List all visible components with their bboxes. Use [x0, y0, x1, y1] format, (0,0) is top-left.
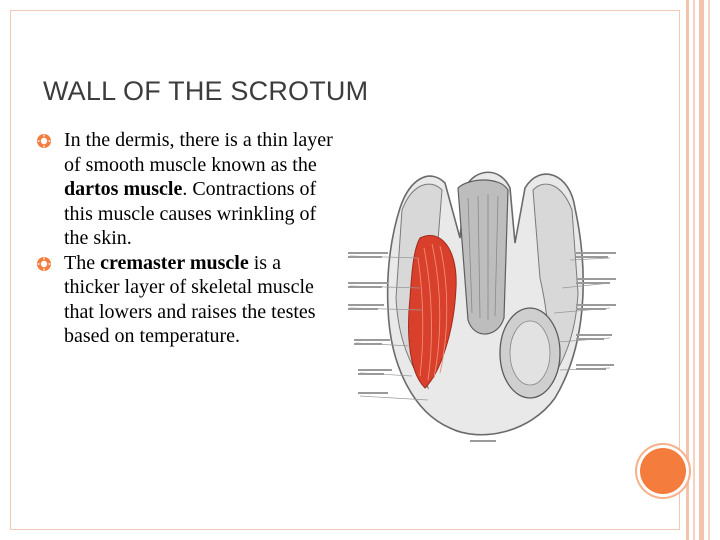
decor-stripe [693, 0, 695, 540]
decor-stripe [686, 0, 689, 540]
bullet-term: dartos muscle [64, 178, 183, 200]
bullet-text: is a thicker layer of skeletal muscle th… [64, 251, 316, 348]
sun-bullet-icon [37, 134, 51, 148]
bullet-text: In the dermis, there is a thin layer of … [64, 129, 333, 176]
bullet-text: The [64, 251, 101, 274]
bullet-item: In the dermis, there is a thin layer of … [36, 128, 336, 251]
slide-frame [10, 10, 680, 530]
decor-orb [640, 448, 686, 494]
slide-title: WALL OF THE SCROTUM [43, 76, 369, 106]
bullet-term: cremaster muscle [100, 251, 249, 274]
sun-bullet-icon [37, 256, 51, 271]
decor-stripe [708, 0, 710, 540]
bullet-list: In the dermis, there is a thin layer of … [36, 128, 336, 349]
decor-stripe [699, 0, 704, 540]
bullet-item: The cremaster muscle is a thicker layer … [36, 251, 336, 349]
bullet-text: . Contractions of this muscle causes wri… [64, 178, 317, 249]
scrotum-anatomy-illustration [348, 171, 616, 442]
